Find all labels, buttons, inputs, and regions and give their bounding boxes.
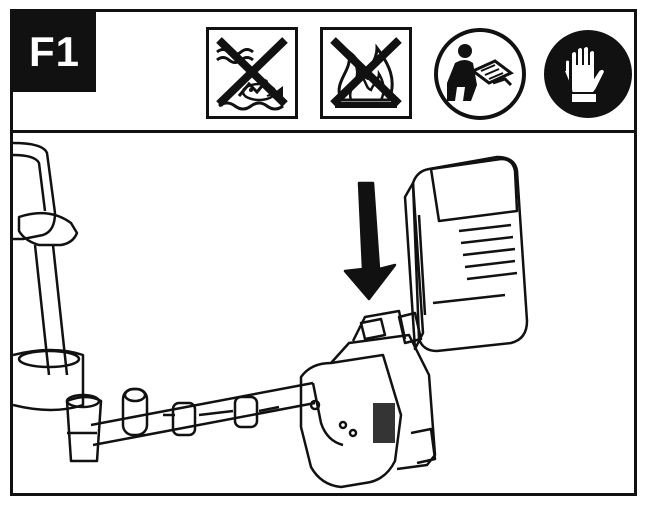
instruction-panel: F1 <box>10 9 637 496</box>
shaft-coupling <box>121 387 280 437</box>
down-arrow-icon <box>343 181 397 301</box>
tool-handle <box>12 141 79 376</box>
panel-header: F1 <box>13 12 634 133</box>
read-manual-icon <box>433 27 527 121</box>
battery-insertion-illustration <box>12 133 634 493</box>
battery-pack <box>403 155 529 353</box>
no-water-icon <box>206 27 298 119</box>
no-fire-icon <box>320 27 412 119</box>
step-label: F1 <box>13 12 96 92</box>
wear-gloves-icon <box>541 27 635 121</box>
drive-shaft <box>90 381 316 447</box>
shaft-collar <box>12 348 103 463</box>
